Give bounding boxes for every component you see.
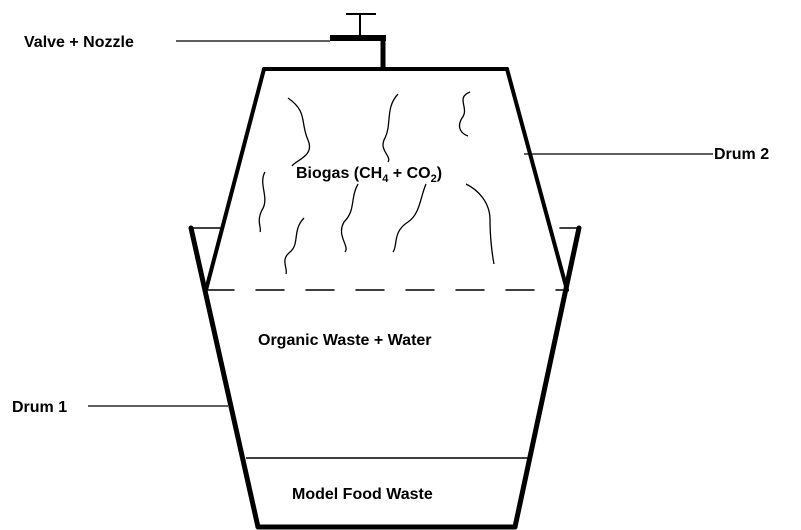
drum-2-label: Drum 2 <box>714 146 769 163</box>
valve-nozzle-icon <box>330 13 386 69</box>
valve-nozzle-label: Valve + Nozzle <box>24 34 134 51</box>
drum-1-label: Drum 1 <box>12 399 67 416</box>
drum-2-right-wall <box>505 67 569 292</box>
drum-2-left-wall <box>204 67 266 292</box>
drum-1-right-wall <box>512 225 582 530</box>
liquid-zone-label: Organic Waste + Water <box>258 332 432 349</box>
leader-lines <box>88 40 713 407</box>
drum-1-left-wall <box>188 225 261 530</box>
food-waste-zone-label: Model Food Waste <box>292 486 433 503</box>
biogas-zone-label: Biogas (CH4 + CO2) <box>296 165 442 185</box>
drum-1 <box>188 225 582 530</box>
gas-squiggles <box>258 91 495 275</box>
